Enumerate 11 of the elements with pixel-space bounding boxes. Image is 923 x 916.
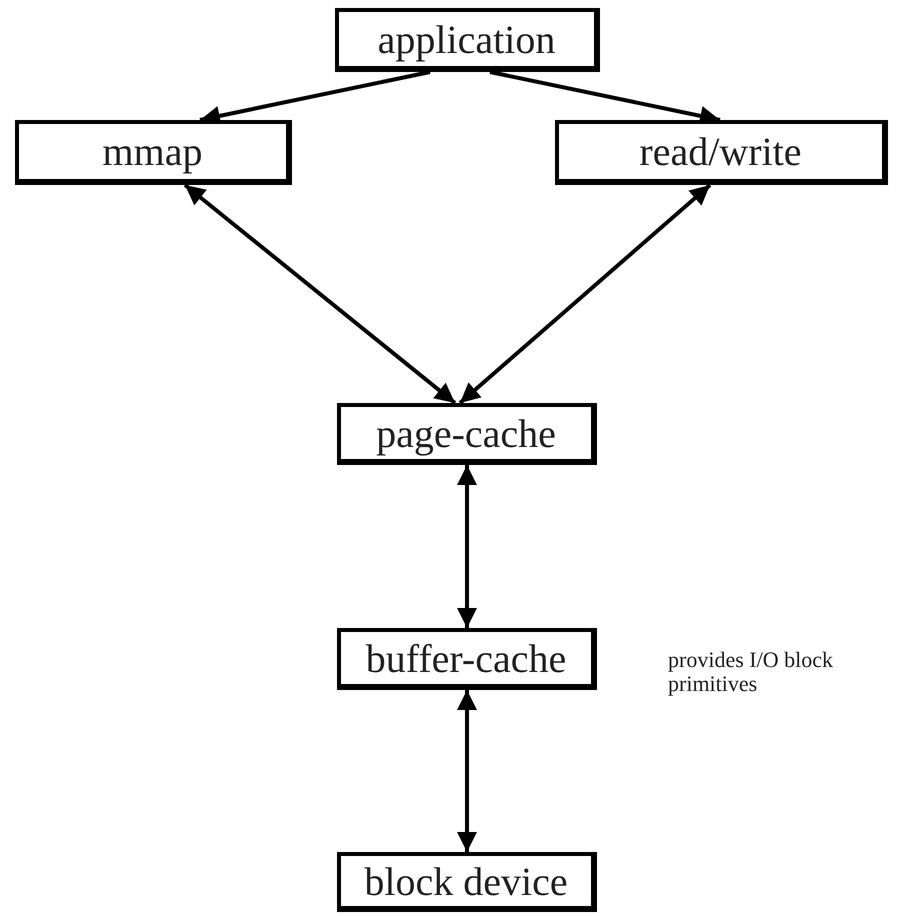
process-box: page-cache (337, 403, 597, 465)
arrow (457, 690, 477, 852)
process-box: read/write (555, 120, 888, 185)
arrow (458, 184, 712, 404)
process-box: application (335, 8, 600, 72)
arrow (457, 465, 477, 628)
process-box: mmap (15, 120, 292, 185)
process-box: buffer-cache (337, 628, 597, 690)
arrow (184, 183, 456, 405)
annotation-text: provides I/O block primitives (668, 648, 834, 696)
process-box: block device (337, 852, 597, 912)
